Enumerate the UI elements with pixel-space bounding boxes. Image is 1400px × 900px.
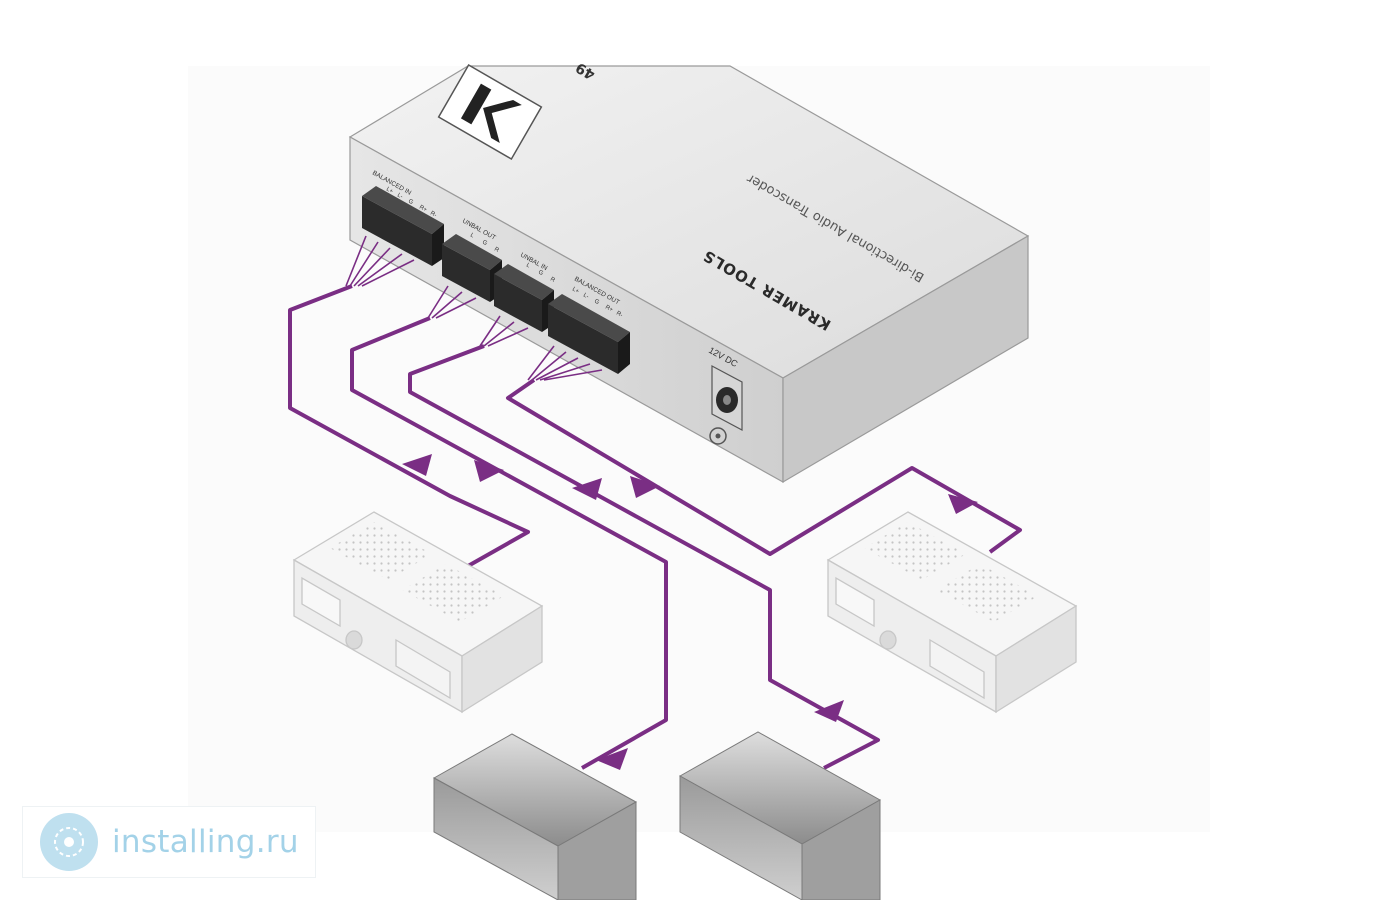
pins-balanced-in-2: L- [396, 193, 404, 201]
cable-fanout-unbal-out [427, 285, 477, 319]
pins-unbal-out-2: G [481, 240, 488, 248]
connector-balanced-in[interactable] [362, 186, 444, 266]
recorder-left-front [433, 777, 559, 900]
polarity-icon [709, 427, 727, 445]
recorder-left-side [557, 801, 637, 900]
arrow-to-unbal-in [572, 478, 602, 500]
direction-arrows [402, 454, 978, 770]
arrow-to-balanced-in [402, 454, 432, 476]
player-right-side [995, 604, 1077, 714]
recorder-right-side [801, 799, 881, 900]
cable-unbal-in-from-recorder [408, 344, 880, 770]
player-left-deck [395, 638, 451, 700]
power-jack[interactable] [711, 365, 743, 431]
player-left-meter [301, 576, 341, 628]
cable-fanout-balanced-out [527, 345, 603, 381]
arrow-to-recorder-left [596, 748, 628, 770]
pins-balanced-out-5: R- [615, 311, 623, 319]
pins-unbal-in-1: L [525, 263, 531, 270]
player-left-grill-2 [402, 564, 504, 622]
cable-balanced-in-to-player [288, 284, 530, 568]
pins-balanced-out-2: L- [582, 293, 590, 301]
pins-balanced-in-5: R- [429, 211, 437, 219]
pins-balanced-in-3: G [407, 199, 414, 207]
player-right-knob [879, 630, 897, 650]
device-side-face [782, 234, 1029, 484]
pins-unbal-in-3: R [549, 277, 556, 285]
pins-balanced-out-3: G [593, 299, 600, 307]
cable-fanout-balanced-in [345, 235, 415, 287]
cable-unbal-out-to-recorder [350, 316, 668, 770]
player-left-side [461, 604, 543, 714]
player-left-knob [345, 630, 363, 650]
stereo-player-right [826, 511, 1078, 714]
player-left-grill-1 [330, 522, 432, 580]
cables [288, 235, 1022, 770]
pins-balanced-out-4: R+ [604, 305, 614, 314]
player-right-grill-1 [864, 522, 966, 580]
pins-balanced-out-1: L+ [571, 287, 580, 296]
cable-balanced-out-to-player [506, 378, 1022, 556]
watermark-text: installing.ru [112, 824, 299, 860]
stereo-player-left [292, 511, 544, 714]
player-right-deck [929, 638, 985, 700]
arrow-from-recorder-right [814, 700, 844, 722]
player-right-grill-2 [936, 564, 1038, 622]
kramer-logo [437, 63, 543, 161]
cable-fanout-unbal-in [479, 315, 529, 347]
site-watermark: installing.ru [22, 806, 316, 878]
transcoder-device: 49 Bi-directional Audio Transcoder KRAME… [348, 59, 1030, 484]
arrow-to-player-right [948, 494, 978, 514]
pins-unbal-in-2: G [537, 270, 544, 278]
arrow-from-unbal-out [474, 460, 504, 482]
recorder-left [432, 733, 638, 900]
arrow-from-balanced-out [630, 476, 660, 498]
recorder-right [678, 731, 882, 900]
recorder-right-front [679, 775, 803, 900]
pins-balanced-in-1: L+ [385, 187, 394, 196]
pins-balanced-in-4: R+ [418, 205, 428, 214]
watermark-logo-icon [40, 813, 98, 871]
player-right-meter [835, 576, 875, 628]
pins-unbal-out-1: L [469, 233, 475, 240]
pins-unbal-out-3: R [493, 247, 500, 255]
connector-balanced-out[interactable] [548, 294, 630, 374]
